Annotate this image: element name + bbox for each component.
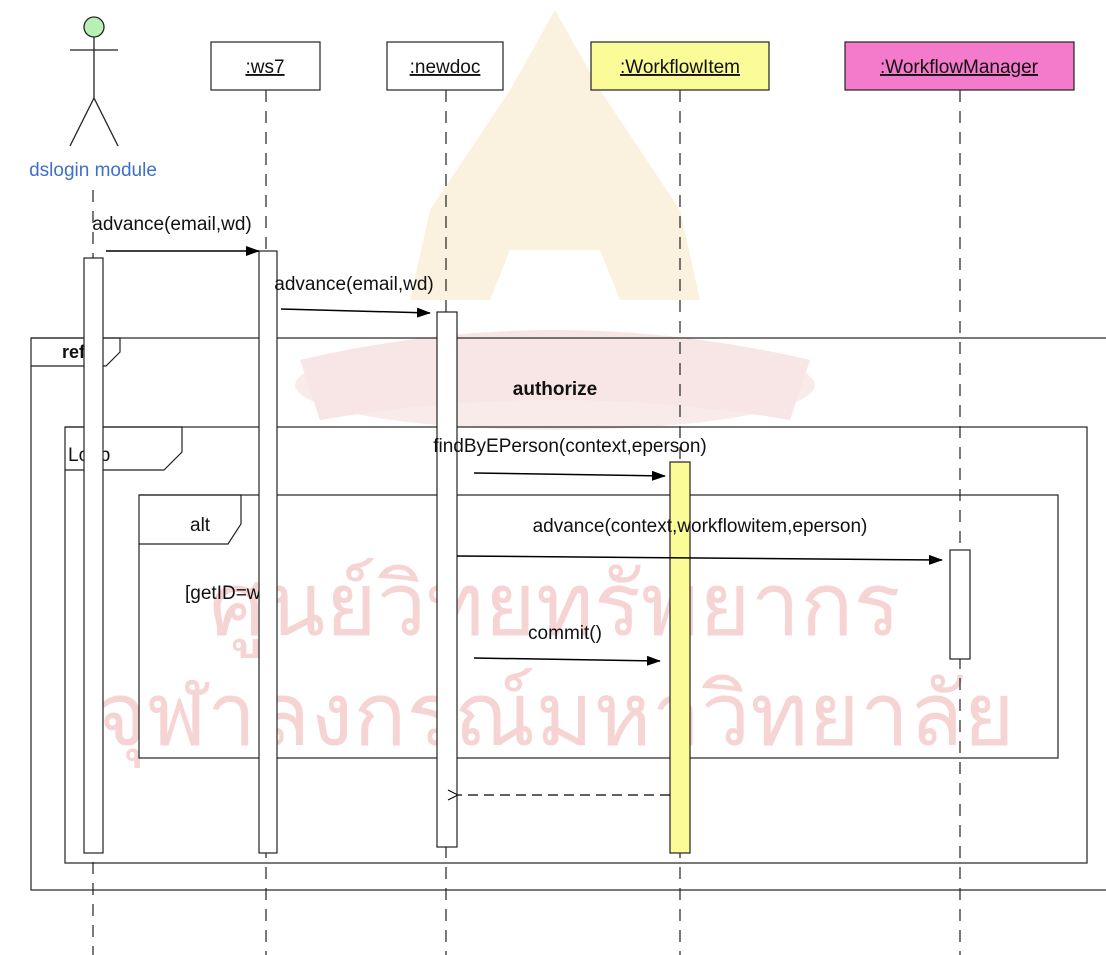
alt-guard: [getID=wd] xyxy=(185,583,276,604)
ref-tag: ref xyxy=(62,342,86,362)
message-4[interactable]: advance(context,workflowitem,eperson) xyxy=(456,516,943,565)
message-3-label: findByEPerson(context,eperson) xyxy=(433,436,707,457)
actor-label: dslogin module xyxy=(29,160,157,181)
activation-ws7 xyxy=(258,250,278,854)
lifeline-label-ws7: :ws7 xyxy=(245,57,284,78)
lifeline-head-newdoc[interactable]: :newdoc xyxy=(386,41,504,91)
lifeline-head-workflowitem[interactable]: :WorkflowItem xyxy=(590,41,770,91)
message-5-label: commit() xyxy=(528,623,602,644)
lifeline-label-workflowitem: :WorkflowItem xyxy=(620,57,740,78)
alt-fragment[interactable]: alt [getID=wd] xyxy=(138,494,1059,759)
message-5[interactable]: commit() xyxy=(473,623,661,666)
watermark-emblem xyxy=(295,10,815,430)
alt-tag: alt xyxy=(190,515,211,536)
watermark-text-line2: จุฬาลงกรณ์มหาวิทยาลัย xyxy=(95,665,1015,768)
message-1-label: advance(email,wd) xyxy=(92,214,251,235)
message-2[interactable]: advance(email,wd) xyxy=(274,274,434,318)
activation-actor xyxy=(83,257,104,854)
actor-stick-figure xyxy=(69,16,119,147)
watermark-text-line1: ศูนย์วิทยทรัพยากร xyxy=(209,555,900,658)
lifeline-label-newdoc: :newdoc xyxy=(410,57,481,78)
message-2-label: advance(email,wd) xyxy=(274,274,433,295)
lifeline-head-workflowmanager[interactable]: :WorkflowManager xyxy=(844,41,1075,91)
activation-workflowitem xyxy=(669,461,691,854)
ref-name: authorize xyxy=(513,379,597,400)
activation-newdoc xyxy=(436,311,458,848)
message-3[interactable]: findByEPerson(context,eperson) xyxy=(433,436,707,481)
actor-head xyxy=(83,16,105,38)
message-4-label: advance(context,workflowitem,eperson) xyxy=(533,516,868,537)
lifeline-label-workflowmanager: :WorkflowManager xyxy=(880,57,1039,78)
lifeline-head-ws7[interactable]: :ws7 xyxy=(210,41,321,91)
message-1[interactable]: advance(email,wd) xyxy=(92,214,260,256)
activation-workflowmanager xyxy=(949,549,971,660)
